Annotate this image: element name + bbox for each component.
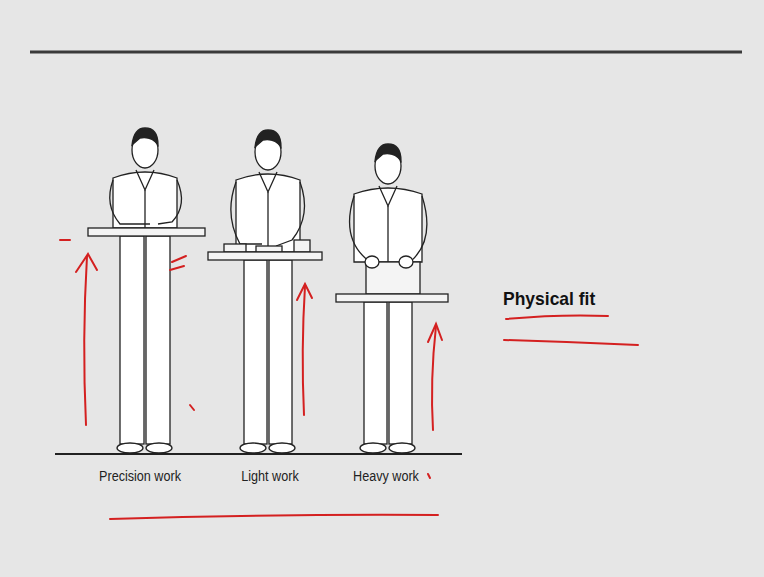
pen-annotations xyxy=(60,240,638,519)
side-heading: Physical fit xyxy=(503,288,595,310)
work-label: Light work xyxy=(241,468,298,484)
worker-light xyxy=(208,130,322,453)
work-label: Heavy work xyxy=(353,468,419,484)
worker-precision xyxy=(88,128,205,453)
worker-heavy xyxy=(336,144,448,453)
work-label: Precision work xyxy=(99,468,181,484)
top-rule xyxy=(30,51,742,54)
